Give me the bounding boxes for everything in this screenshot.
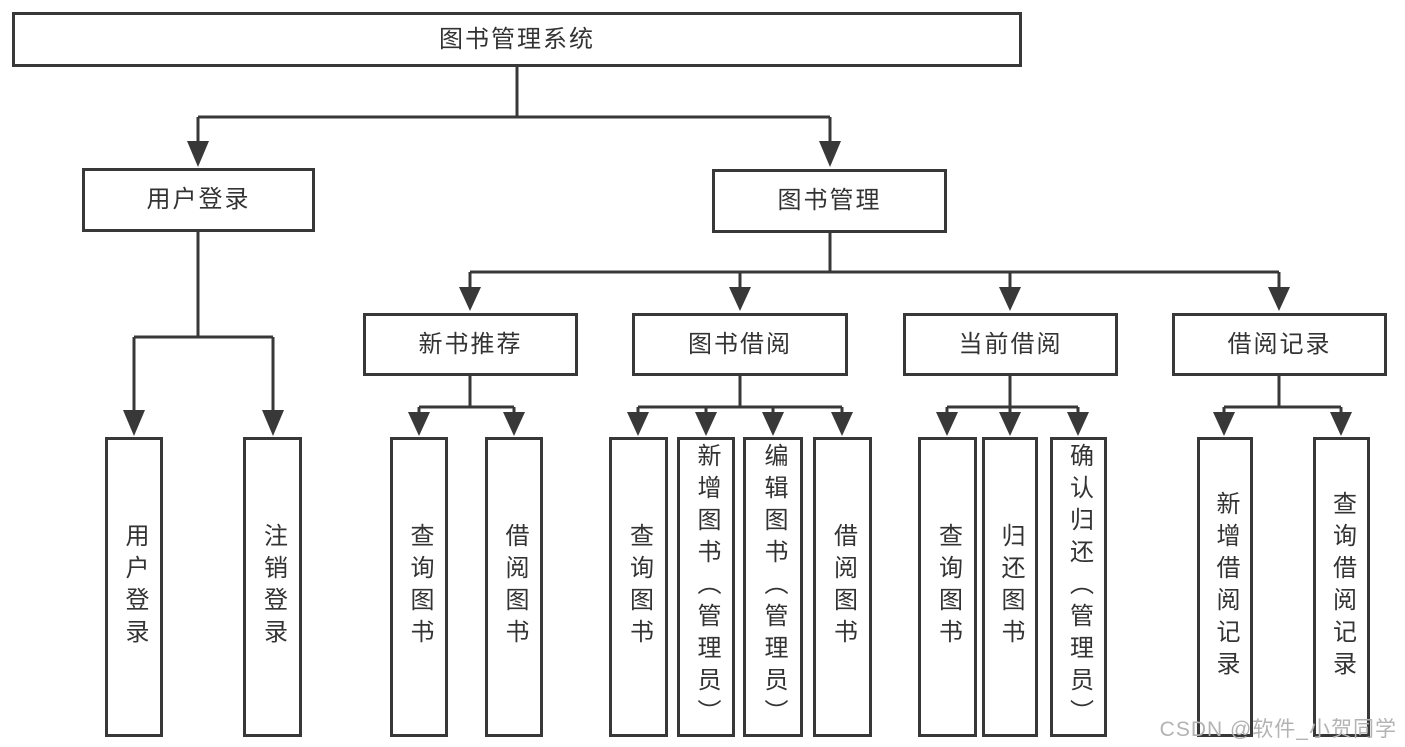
node-leaf-return-books: 归还图书	[982, 437, 1038, 737]
node-borrowing-records: 借阅记录	[1172, 313, 1387, 376]
node-leaf-borrow-books: 借阅图书	[813, 437, 872, 737]
csdn-watermark: CSDN @软件_小贺同学	[1159, 718, 1397, 741]
node-label: 查询图书	[934, 523, 962, 651]
node-leaf-add-books-admin: 新增图书（管理员）	[677, 437, 735, 737]
node-leaf-logout: 注销登录	[243, 437, 302, 737]
node-label: 编辑图书（管理员）	[760, 443, 787, 731]
node-user-login: 用户登录	[82, 168, 315, 232]
node-label: 借阅图书	[501, 523, 528, 651]
node-leaf-query-borrow-record: 查询借阅记录	[1313, 437, 1370, 737]
node-label: 新增借阅记录	[1212, 491, 1239, 683]
node-leaf-add-borrow-record: 新增借阅记录	[1197, 437, 1253, 737]
node-label: 图书管理	[777, 187, 882, 214]
node-leaf-query-books-recommend: 查询图书	[390, 437, 448, 737]
node-leaf-edit-books-admin: 编辑图书（管理员）	[743, 437, 803, 737]
node-leaf-query-books-current: 查询图书	[918, 437, 977, 737]
node-current-borrowing: 当前借阅	[903, 313, 1118, 376]
node-label: 查询图书	[406, 523, 433, 651]
node-label: 借阅图书	[829, 523, 857, 651]
node-leaf-user-login: 用户登录	[105, 437, 163, 737]
node-label: 用户登录	[121, 523, 148, 651]
node-label: 用户登录	[146, 186, 251, 213]
node-root-library-management-system: 图书管理系统	[12, 12, 1022, 67]
arrowhead-icons	[123, 141, 1352, 436]
node-label: 查询借阅记录	[1328, 491, 1356, 683]
node-label: 图书管理系统	[439, 25, 595, 53]
node-label: 借阅记录	[1227, 330, 1332, 358]
node-leaf-confirm-return-admin: 确认归还（管理员）	[1050, 437, 1107, 737]
node-leaf-borrow-books-recommend: 借阅图书	[485, 437, 543, 737]
node-label: 注销登录	[259, 523, 287, 651]
node-leaf-query-books-borrowing: 查询图书	[609, 437, 668, 737]
node-label: 归还图书	[997, 523, 1024, 651]
node-label: 新增图书（管理员）	[693, 443, 720, 731]
node-book-management: 图书管理	[712, 169, 947, 233]
node-label: 当前借阅	[958, 330, 1063, 358]
node-new-book-recommendation: 新书推荐	[363, 313, 578, 376]
node-label: 新书推荐	[418, 330, 523, 358]
tree-edges	[132, 67, 1343, 413]
node-label: 图书借阅	[688, 330, 792, 358]
node-book-borrowing: 图书借阅	[632, 313, 848, 376]
node-label: 确认归还（管理员）	[1065, 443, 1093, 731]
node-label: 查询图书	[625, 523, 653, 651]
